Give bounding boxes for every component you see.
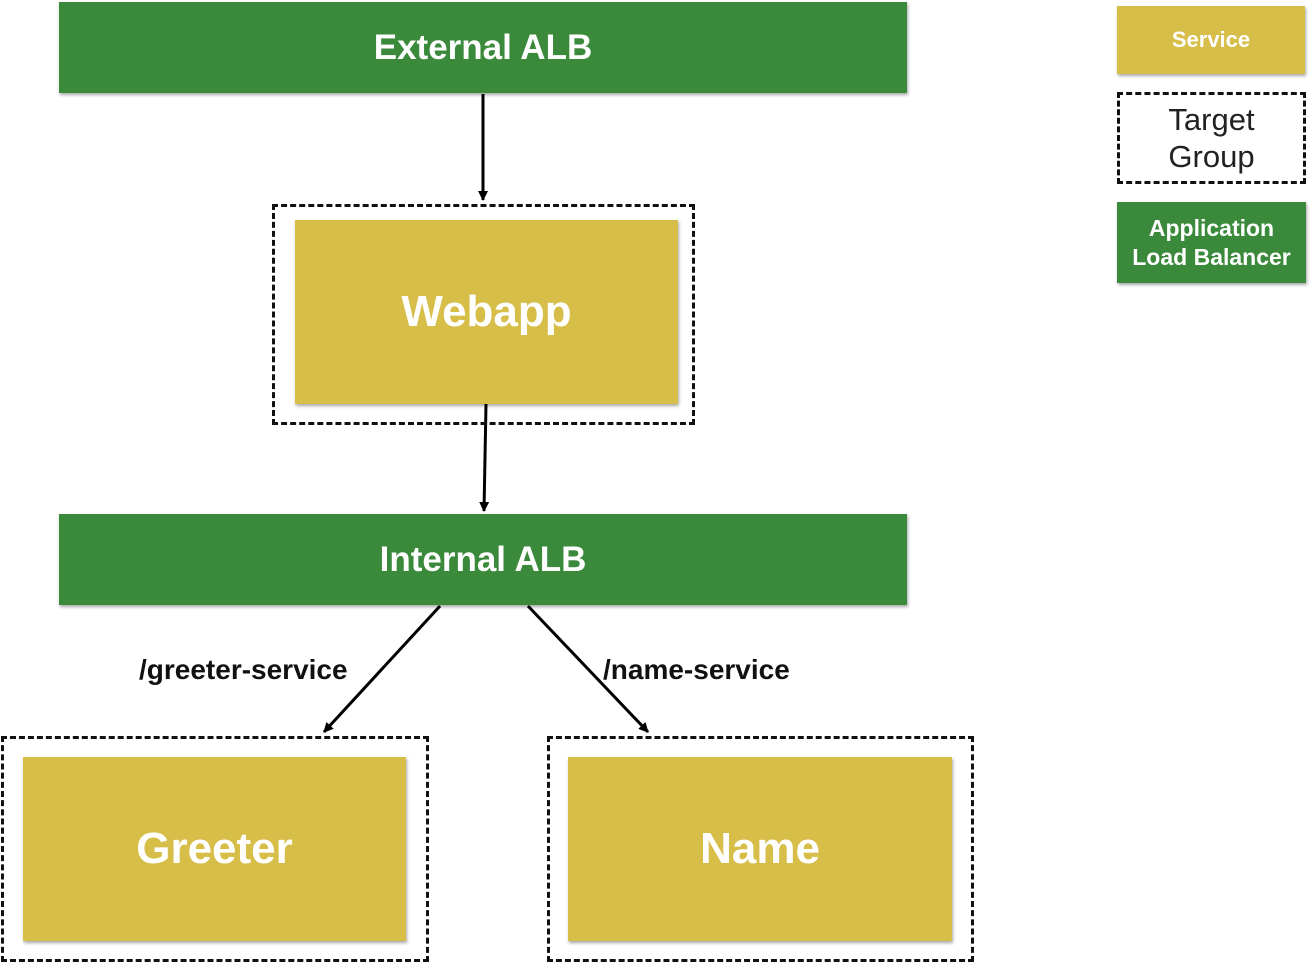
legend-target-group-line1: Target <box>1168 101 1255 137</box>
legend-target-group: Target Group <box>1117 92 1306 184</box>
arrow-webapp-to-internal <box>479 403 490 512</box>
name-label: Name <box>700 824 820 873</box>
webapp-target-group <box>272 204 695 425</box>
arrow-internal-to-name <box>526 604 650 734</box>
legend-application-load-balancer: Application Load Balancer <box>1117 202 1306 283</box>
arrow-internal-to-greeter <box>322 604 442 734</box>
internal-alb-label: Internal ALB <box>379 539 587 579</box>
webapp-service-node: Webapp <box>295 220 678 404</box>
webapp-label: Webapp <box>401 287 572 336</box>
internal-alb-node: Internal ALB <box>59 514 907 605</box>
route-label-name: /name-service <box>603 654 790 685</box>
external-alb-label: External ALB <box>373 27 593 67</box>
greeter-service-node: Greeter <box>23 757 406 941</box>
greeter-target-group <box>1 736 429 962</box>
external-alb-node: External ALB <box>59 2 907 93</box>
legend-service: Service <box>1117 6 1305 74</box>
legend-alb-line1: Application <box>1148 214 1275 241</box>
greeter-label: Greeter <box>136 824 293 873</box>
name-service-node: Name <box>568 757 952 941</box>
route-label-greeter: /greeter-service <box>139 654 348 685</box>
name-target-group <box>547 736 974 962</box>
legend-target-group-line2: Group <box>1168 139 1255 174</box>
legend-service-label: Service <box>1171 27 1251 52</box>
legend-alb-line2: Load Balancer <box>1132 243 1291 270</box>
